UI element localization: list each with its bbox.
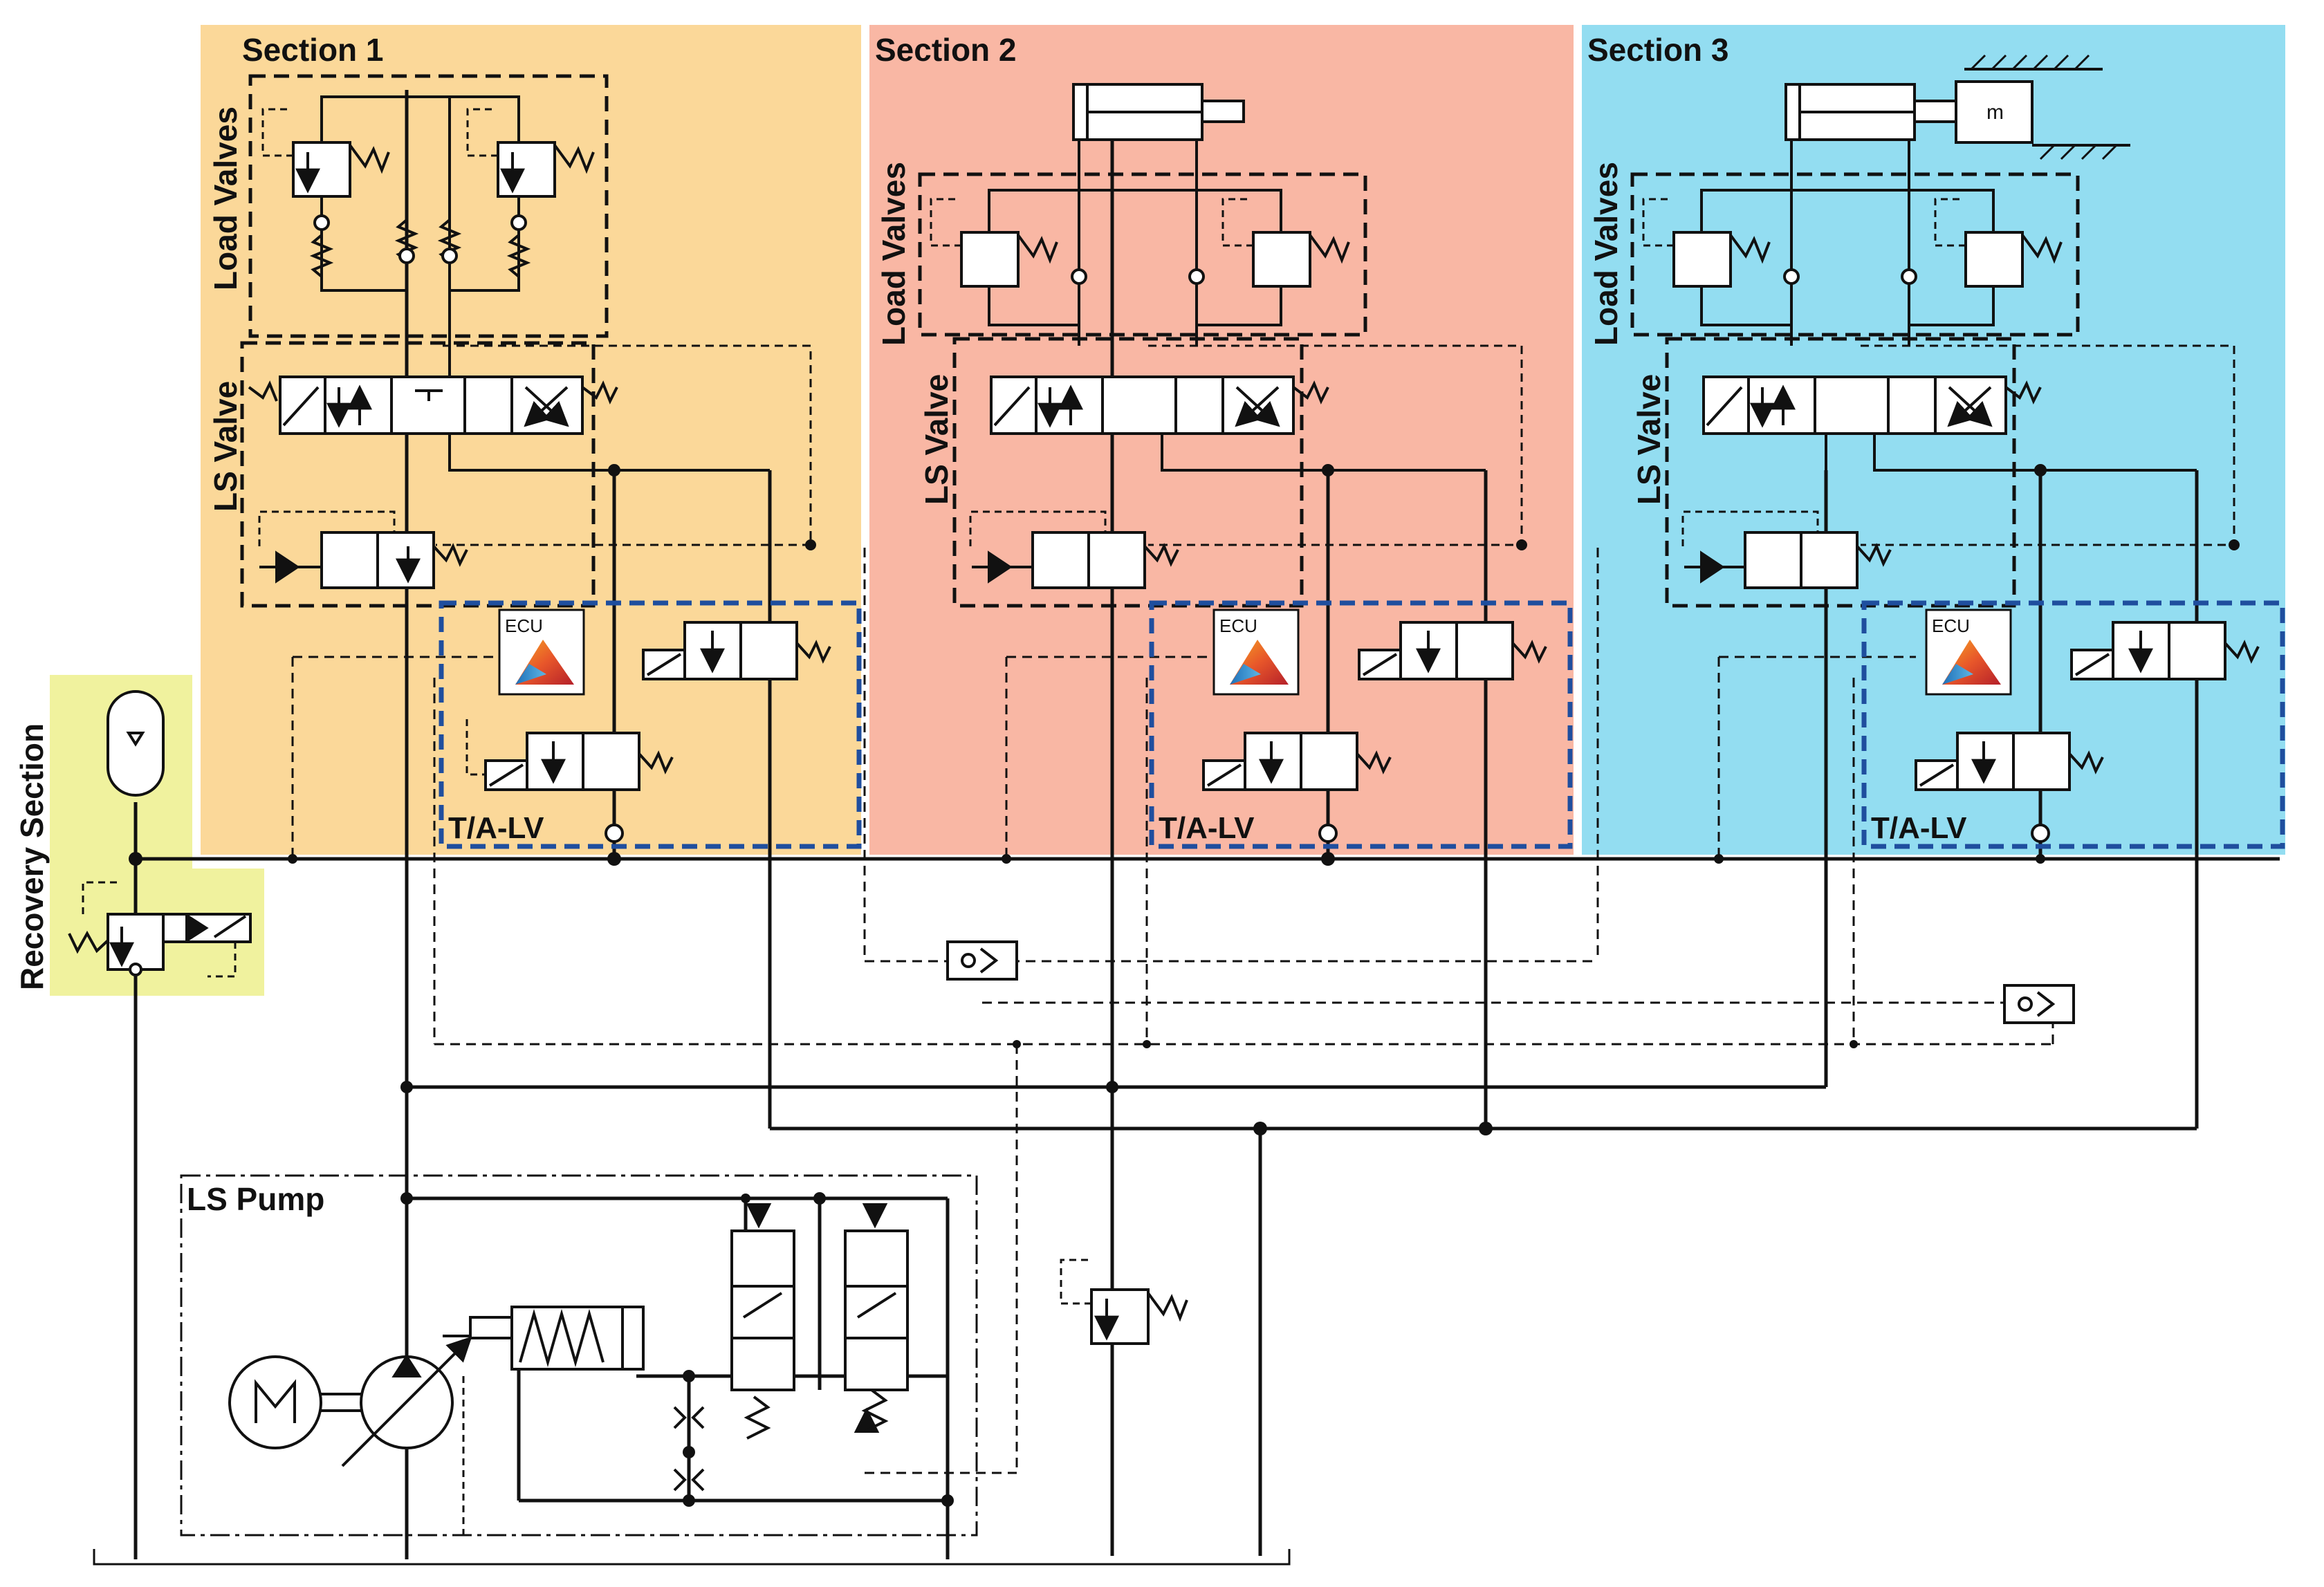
section-2-ls-valve-label: LS Valve bbox=[919, 374, 954, 505]
recovery-section-title: Recovery Section bbox=[14, 723, 50, 990]
section-3-load-valves-label: Load Valves bbox=[1588, 162, 1624, 346]
section-2-ecu: ECU bbox=[1212, 609, 1300, 696]
section-1-components bbox=[240, 74, 816, 859]
section-3-title: Section 3 bbox=[1587, 32, 1729, 68]
shuttle-valves bbox=[946, 940, 2075, 1024]
section-1-title: Section 1 bbox=[242, 32, 384, 68]
section-1-ls-valve-label: LS Valve bbox=[208, 381, 243, 512]
section-2-title: Section 2 bbox=[875, 32, 1017, 68]
ecu-label: ECU bbox=[505, 615, 543, 636]
section-2-components bbox=[918, 83, 1527, 608]
mass-label: m bbox=[1986, 101, 2004, 124]
section-2-tav bbox=[1149, 600, 1573, 849]
section-1-load-valves-label: Load Valves bbox=[208, 106, 243, 290]
ls-pump-block bbox=[180, 1174, 978, 1537]
ecu-label: ECU bbox=[1932, 615, 1970, 636]
section-3-components bbox=[1630, 54, 2240, 608]
tank-line bbox=[93, 1549, 1291, 1566]
section-3-tav-label: T/A-LV bbox=[1871, 811, 1967, 845]
section-2-tav-label: T/A-LV bbox=[1159, 811, 1255, 845]
tank-relief-valve bbox=[1060, 1259, 1188, 1345]
section-3-tav bbox=[1861, 600, 2285, 849]
section-1-tav bbox=[439, 600, 862, 849]
recovery-components bbox=[68, 690, 252, 978]
ls-pump-label: LS Pump bbox=[187, 1181, 324, 1217]
ecu-label: ECU bbox=[1219, 615, 1257, 636]
junction-dots bbox=[129, 852, 2045, 1507]
section-2-load-valves-label: Load Valves bbox=[876, 162, 912, 346]
section-3-background bbox=[1582, 25, 2285, 855]
section-1-ecu: ECU bbox=[498, 609, 585, 696]
section-1-tav-label: T/A-LV bbox=[448, 811, 544, 845]
section-3-ls-valve-label: LS Valve bbox=[1631, 374, 1667, 505]
section-3-ecu: ECU bbox=[1925, 609, 2012, 696]
section-2-background bbox=[869, 25, 1574, 855]
